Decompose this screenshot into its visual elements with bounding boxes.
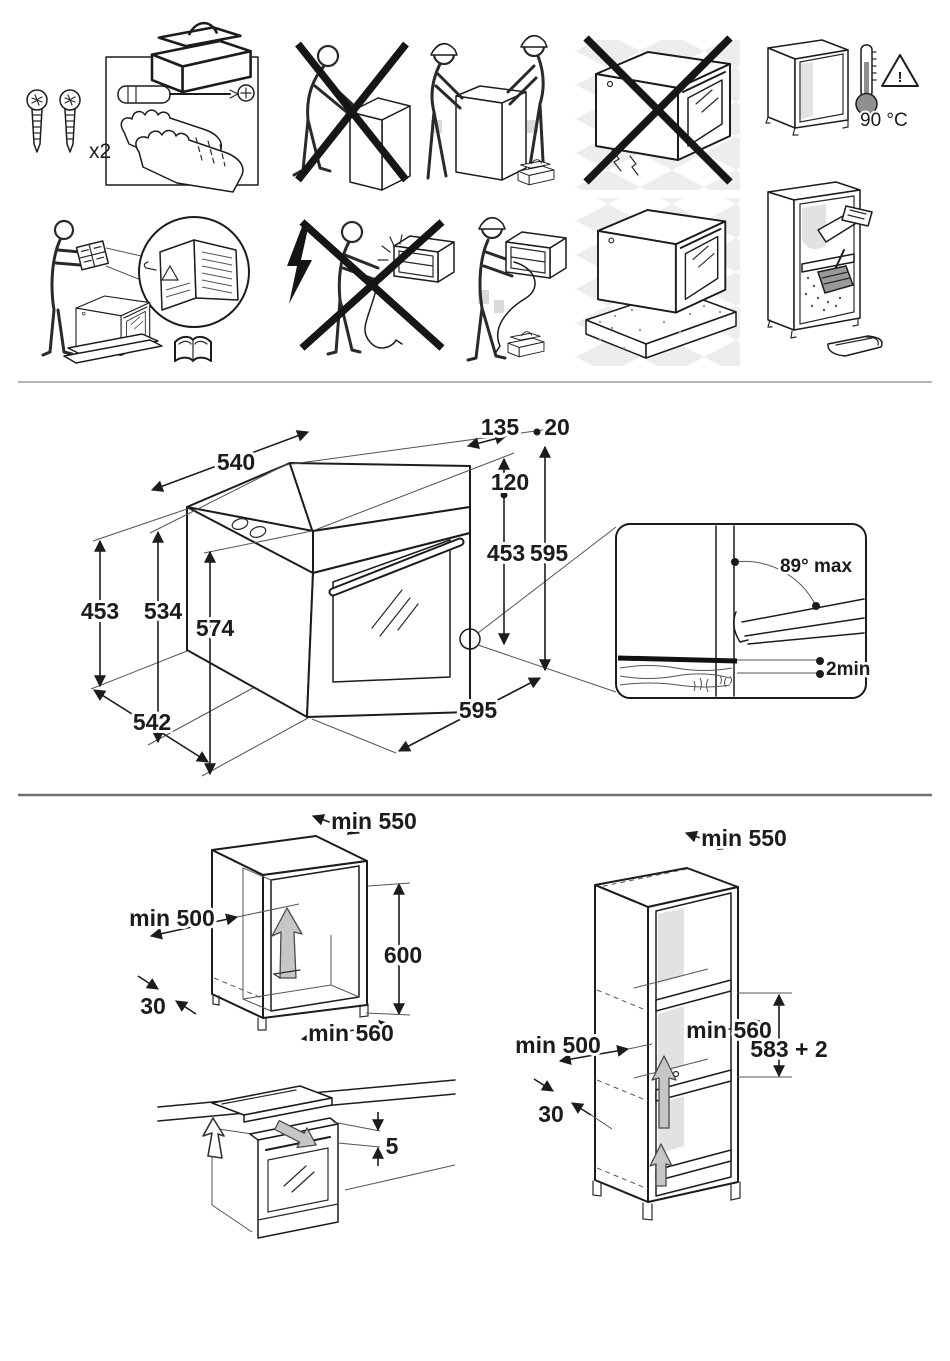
lightning-bolt-icon: [287, 224, 312, 304]
dim-rear-ledge-height: 120: [491, 469, 529, 495]
do-not-place-on-floor-icon: [575, 35, 740, 190]
manual-warning-triangle: [160, 264, 180, 281]
dim-base-rear-gap: 30: [140, 993, 166, 1019]
dim-base-niche-width: min 560: [308, 1020, 394, 1046]
dim-rear-panel-height: 453: [487, 540, 525, 566]
tall-cabinet-drawing: min 550 min 500 min 560 583 + 2 30: [512, 822, 831, 1221]
dim-base-height: 600: [384, 942, 422, 968]
qualified-installer-icon: [466, 216, 567, 362]
place-on-protective-base-icon: [575, 198, 740, 366]
dim-overall-height: 595: [530, 540, 569, 566]
no-live-electrical-work-icon: [287, 219, 455, 356]
oven-door-window: [332, 539, 451, 683]
dim-side-depth: 542: [133, 709, 171, 735]
wood-grain: [619, 665, 733, 693]
dim-rear-ledge-depth: 135: [481, 414, 520, 440]
screws-quantity-label: x2: [89, 140, 111, 163]
protective-gloves-icon: [120, 109, 244, 193]
ventilation-arrow: [271, 907, 303, 979]
oven-dimension-lines: [92, 428, 551, 776]
dustpan-icon: [827, 335, 883, 357]
dim-base-platform-depth: min 500: [129, 905, 215, 931]
section-cabinet-installation: min 550 min 500 30 600 min 560 5: [126, 805, 831, 1239]
ventilation-arrow-lower: [649, 1143, 673, 1187]
dim-front-width: 595: [459, 697, 498, 723]
two-person-lift-icon: [426, 34, 555, 186]
hob-lift-arrow: [202, 1117, 225, 1159]
base-cabinet-drawing: min 550 min 500 30 600 min 560: [126, 805, 425, 1049]
dim-tall-niche-height: 583 + 2: [750, 1036, 827, 1062]
prohibited-cross-icon: [299, 219, 445, 351]
door-opening-detail: [615, 523, 867, 699]
dim-hob-gap: 5: [386, 1133, 399, 1159]
manual-pages: [143, 239, 239, 311]
dim-door-gap: 2min: [826, 659, 870, 680]
max-temperature-label: 90 °C: [860, 110, 908, 131]
toolbox-icon: [507, 331, 545, 358]
hob-clearance-drawing: 5: [157, 1079, 456, 1239]
dim-left-height: 453: [81, 598, 119, 624]
dim-tall-top-depth: min 550: [701, 825, 787, 851]
booklet-icon: [174, 335, 212, 362]
screws-icon: x2: [26, 89, 113, 165]
dim-tall-platform-depth: min 500: [515, 1032, 601, 1058]
vacuum-nozzle-icon: [817, 205, 873, 243]
dim-door-angle: 89° max: [780, 556, 852, 577]
thermometer-icon: [855, 44, 878, 116]
detail-callout-circle: [459, 628, 481, 650]
single-person-lift-prohibited-icon: [292, 41, 411, 191]
pointing-hand: [143, 261, 157, 271]
warning-triangle-icon: !: [881, 54, 919, 87]
dim-tall-rear-gap: 30: [538, 1101, 564, 1127]
cabinet-heat-resistance-icon: ! 90 °C: [765, 39, 919, 136]
screwdriver-icon: [117, 84, 255, 104]
dim-front-height: 574: [196, 615, 235, 641]
warning-exclamation: !: [898, 69, 903, 86]
dust-specks: [804, 276, 842, 312]
glass-shine: [371, 589, 419, 637]
hand-brush-icon: [817, 249, 854, 294]
prohibited-cross-icon: [583, 35, 733, 185]
toolkit-icon: [105, 21, 259, 193]
dim-base-top-depth: min 550: [331, 808, 417, 834]
dim-tall-niche-width: min 560: [686, 1017, 772, 1043]
slide-in-arrow: [274, 1119, 317, 1149]
dim-top-depth: 540: [217, 449, 255, 475]
dim-rear-top-clearance: 20: [544, 414, 570, 440]
toolbox-icon: [150, 21, 252, 94]
section-safety-pictograms: x2: [26, 21, 919, 366]
prohibited-cross-icon: [295, 41, 409, 183]
ventilation-arrow-upper: [651, 1055, 677, 1129]
dim-side-height: 534: [144, 598, 183, 624]
read-instructions-icon: [41, 216, 250, 364]
oven-isometric-drawing: [186, 462, 481, 718]
section-oven-dimensions: 540 135 20 120 453 595 453 534 574 542 5…: [78, 411, 873, 777]
spark-lines: [377, 234, 403, 274]
clean-cabinet-icon: [767, 181, 883, 357]
